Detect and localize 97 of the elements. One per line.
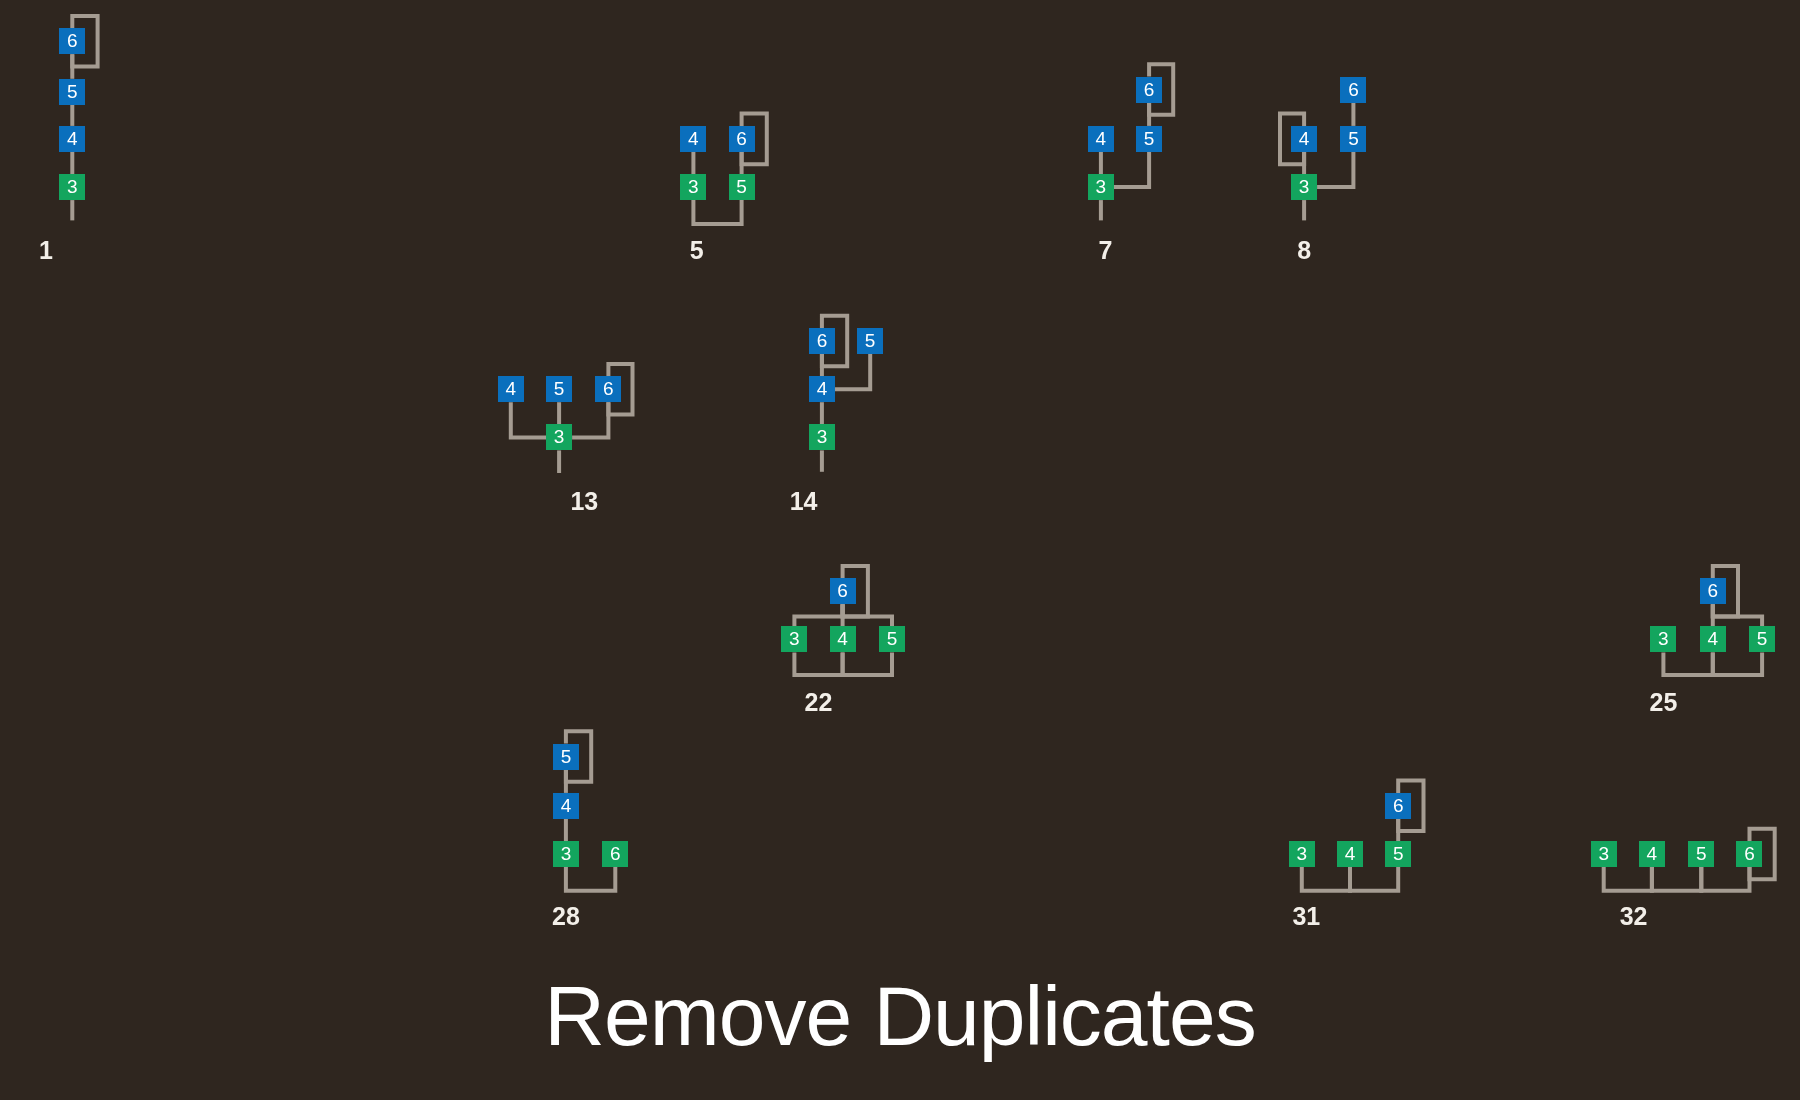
number-box: 4 <box>59 125 86 152</box>
loop-line <box>1147 62 1176 117</box>
connector-line <box>563 867 618 893</box>
loop-line <box>819 313 850 369</box>
number-box: 5 <box>59 78 86 105</box>
number-box: 3 <box>546 424 573 451</box>
connector-line <box>840 604 894 627</box>
connector-line <box>1113 151 1152 190</box>
number-box: 6 <box>1699 578 1726 605</box>
connector-line <box>563 818 568 842</box>
number-box: 3 <box>1650 626 1677 653</box>
number-box: 6 <box>808 327 835 354</box>
stem-line <box>819 450 824 472</box>
loop-line <box>1278 111 1307 167</box>
stem-line <box>70 200 75 221</box>
number-box: 3 <box>680 174 707 201</box>
number-box: 6 <box>829 578 856 605</box>
number-box: 6 <box>595 376 622 403</box>
tree-number: 7 <box>1098 236 1113 266</box>
loop-line <box>563 729 594 784</box>
loop-line <box>1747 826 1777 882</box>
connector-line <box>70 54 75 79</box>
tree-number: 13 <box>570 486 599 516</box>
number-box: 5 <box>1136 125 1163 152</box>
number-box: 4 <box>497 376 524 403</box>
connector-line <box>819 402 824 425</box>
connector-line <box>1351 102 1356 126</box>
number-box: 3 <box>552 841 579 868</box>
number-box: 5 <box>728 174 755 201</box>
loop-line <box>739 111 769 167</box>
number-box: 3 <box>1087 174 1114 201</box>
connector-line <box>1396 818 1401 842</box>
tree-number: 1 <box>38 236 53 266</box>
number-box: 5 <box>1385 841 1412 868</box>
number-box: 6 <box>1385 792 1412 819</box>
number-box: 4 <box>1337 841 1363 868</box>
number-box: 4 <box>1291 125 1318 152</box>
number-box: 3 <box>781 626 808 653</box>
connector-line <box>563 769 568 793</box>
number-box: 3 <box>59 174 86 201</box>
tree-number: 25 <box>1649 687 1678 717</box>
tree-number: 31 <box>1292 902 1321 932</box>
number-box: 5 <box>857 327 884 354</box>
number-box: 5 <box>1688 841 1715 868</box>
connector-line <box>840 652 894 677</box>
stem-line <box>1098 200 1103 221</box>
connector-line <box>1710 652 1765 677</box>
loop-line <box>1396 778 1426 834</box>
connector-line <box>834 353 873 392</box>
tree-number: 14 <box>789 486 818 516</box>
number-box: 6 <box>1136 76 1163 103</box>
tree-number: 22 <box>804 687 833 717</box>
number-box: 5 <box>546 376 573 403</box>
connector-line <box>1710 604 1765 627</box>
connector-line <box>819 353 824 377</box>
connector-line <box>557 402 562 425</box>
loop-line <box>70 14 100 69</box>
connector-line <box>1147 102 1152 126</box>
stem-line <box>557 450 562 473</box>
number-box: 5 <box>1340 125 1367 152</box>
tree-number: 28 <box>552 902 580 932</box>
connector-line <box>691 200 744 226</box>
number-box: 3 <box>1288 841 1315 868</box>
number-box: 4 <box>552 792 579 819</box>
number-box: 6 <box>728 125 755 152</box>
number-box: 4 <box>808 376 835 403</box>
connector-line <box>1317 151 1356 190</box>
connector-line <box>739 151 744 175</box>
number-box: 3 <box>1291 174 1318 201</box>
number-box: 3 <box>1590 841 1617 868</box>
number-box: 6 <box>59 28 86 55</box>
number-box: 6 <box>1340 76 1367 103</box>
connector-line <box>1098 151 1103 175</box>
number-box: 6 <box>1736 841 1763 868</box>
connector-line <box>508 402 547 440</box>
tree-number: 32 <box>1619 902 1648 932</box>
connector-line <box>70 151 75 175</box>
number-box: 5 <box>552 743 579 770</box>
tree-number: 5 <box>689 236 704 266</box>
tree-number: 8 <box>1297 236 1312 266</box>
title: Remove Duplicates <box>543 968 1257 1065</box>
connector-line <box>1348 867 1401 893</box>
connector-line <box>70 104 75 126</box>
number-box: 4 <box>1087 125 1114 152</box>
stem-line <box>1302 200 1307 221</box>
number-box: 6 <box>602 841 629 868</box>
number-box: 3 <box>808 424 835 451</box>
number-box: 4 <box>829 626 856 653</box>
number-box: 4 <box>1699 626 1726 653</box>
number-box: 5 <box>878 626 905 653</box>
connector-line <box>1699 867 1752 893</box>
number-box: 5 <box>1749 626 1776 653</box>
number-box: 4 <box>680 125 707 152</box>
number-box: 4 <box>1638 841 1665 868</box>
connector-line <box>1302 151 1307 175</box>
connector-line <box>691 151 696 175</box>
loop-line <box>606 361 635 417</box>
